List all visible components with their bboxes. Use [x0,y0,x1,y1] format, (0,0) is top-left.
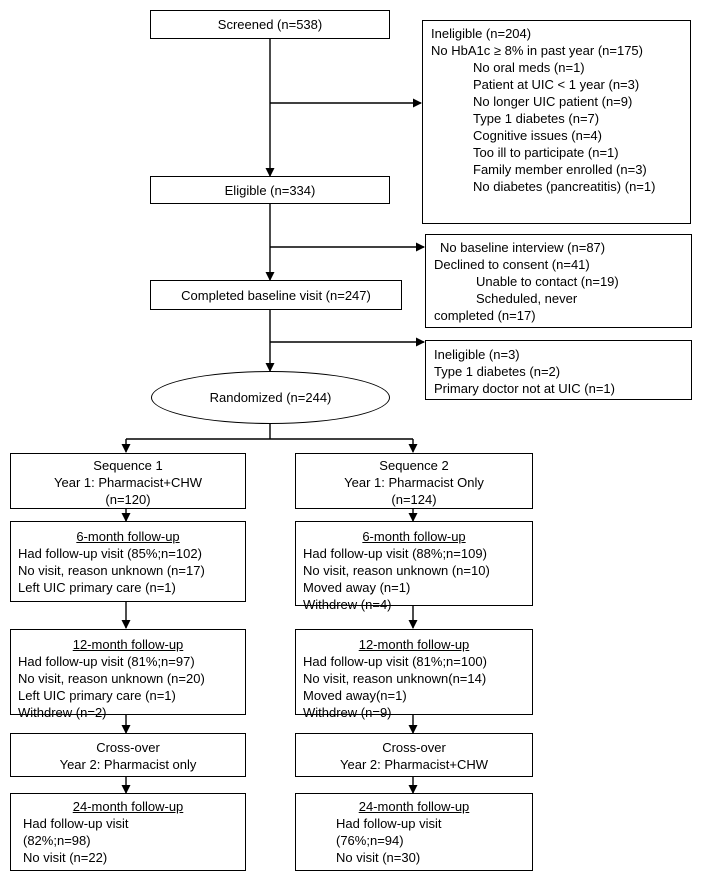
followup-title: 12-month follow-up [358,637,470,652]
followup-line: No visit (n=30) [336,850,421,865]
followup-title: 12-month follow-up [72,637,184,652]
crossover-title: Cross-over [96,740,160,755]
randomized-label: Randomized (n=244) [209,390,332,405]
exclusion-item: Scheduled, never [476,291,578,306]
followup-line: Withdrew (n=9) [303,705,392,720]
randomized-ellipse: Randomized (n=244) [151,371,390,424]
seq1-12month-box: 12-month follow-up Had follow-up visit (… [10,629,246,720]
followup-line: Left UIC primary care (n=1) [18,688,176,703]
exclusion-box-ineligible-2: Ineligible (n=3) Type 1 diabetes (n=2) P… [425,340,692,400]
exclusion-box-no-baseline: No baseline interview (n=87) Declined to… [425,234,692,328]
baseline-box: Completed baseline visit (n=247) [150,280,402,310]
exclusion-item: Too ill to participate (n=1) [473,145,619,160]
followup-line: (76%;n=94) [336,833,404,848]
screened-label: Screened (n=538) [217,17,323,32]
seq1-6month-box: 6-month follow-up Had follow-up visit (8… [10,521,246,602]
exclusion-item: Type 1 diabetes (n=2) [434,364,561,379]
exclusion-title: Ineligible (n=204) [431,26,532,41]
seq1-24month-box: 24-month follow-up Had follow-up visit (… [10,793,246,871]
seq2-12month-box: 12-month follow-up Had follow-up visit (… [295,629,533,720]
crossover-arm: Year 2: Pharmacist only [59,757,197,772]
seq1-crossover-box: Cross-over Year 2: Pharmacist only [10,733,246,777]
exclusion-item: Cognitive issues (n=4) [473,128,602,143]
followup-line: Had follow-up visit (85%;n=102) [18,546,202,561]
exclusion-item: No diabetes (pancreatitis) (n=1) [473,179,656,194]
exclusion-item: No longer UIC patient (n=9) [473,94,633,109]
seq2-6month-box: 6-month follow-up Had follow-up visit (8… [295,521,533,612]
followup-line: No visit (n=22) [23,850,108,865]
sequence1-count: (n=120) [105,492,151,507]
followup-line: Moved away (n=1) [303,580,411,595]
seq2-crossover-box: Cross-over Year 2: Pharmacist+CHW [295,733,533,777]
followup-line: Withdrew (n=2) [18,705,107,720]
followup-line: No visit, reason unknown (n=17) [18,563,205,578]
exclusion-item: Declined to consent (n=41) [434,257,590,272]
followup-line: Withdrew (n=4) [303,597,392,612]
exclusion-item: Primary doctor not at UIC (n=1) [434,381,615,396]
crossover-arm: Year 2: Pharmacist+CHW [340,757,488,772]
followup-line: (82%;n=98) [23,833,91,848]
exclusion-item: Patient at UIC < 1 year (n=3) [473,77,640,92]
followup-title: 6-month follow-up [362,529,466,544]
sequence1-box: Sequence 1 Year 1: Pharmacist+CHW (n=120… [10,453,246,509]
exclusion-item: completed (n=17) [434,308,536,323]
followup-title: 6-month follow-up [76,529,180,544]
crossover-title: Cross-over [382,740,446,755]
exclusion-item: Type 1 diabetes (n=7) [473,111,600,126]
followup-line: Had follow-up visit (88%;n=109) [303,546,487,561]
exclusion-title: Ineligible (n=3) [434,347,520,362]
exclusion-subtitle: No HbA1c ≥ 8% in past year (n=175) [431,43,643,58]
exclusion-item: No oral meds (n=1) [473,60,585,75]
screened-box: Screened (n=538) [150,10,390,39]
followup-line: Had follow-up visit [336,816,442,831]
exclusion-item: Family member enrolled (n=3) [473,162,647,177]
exclusion-box-ineligible: Ineligible (n=204) No HbA1c ≥ 8% in past… [422,20,691,224]
eligible-box: Eligible (n=334) [150,176,390,204]
eligible-label: Eligible (n=334) [224,183,316,198]
followup-title: 24-month follow-up [72,799,184,814]
sequence2-title: Sequence 2 [379,458,449,473]
baseline-label: Completed baseline visit (n=247) [181,288,371,303]
followup-line: Left UIC primary care (n=1) [18,580,176,595]
sequence2-box: Sequence 2 Year 1: Pharmacist Only (n=12… [295,453,533,509]
followup-line: Had follow-up visit (81%;n=97) [18,654,195,669]
followup-line: No visit, reason unknown (n=20) [18,671,205,686]
followup-line: No visit, reason unknown(n=14) [303,671,487,686]
followup-line: Had follow-up visit (81%;n=100) [303,654,487,669]
sequence1-arm: Year 1: Pharmacist+CHW [54,475,202,490]
followup-line: Moved away(n=1) [303,688,407,703]
sequence2-count: (n=124) [391,492,437,507]
seq2-24month-box: 24-month follow-up Had follow-up visit (… [295,793,533,871]
exclusion-item: Unable to contact (n=19) [476,274,619,289]
followup-title: 24-month follow-up [358,799,470,814]
sequence2-arm: Year 1: Pharmacist Only [344,475,484,490]
followup-line: Had follow-up visit [23,816,129,831]
followup-line: No visit, reason unknown (n=10) [303,563,490,578]
exclusion-title: No baseline interview (n=87) [440,240,606,255]
sequence1-title: Sequence 1 [93,458,163,473]
